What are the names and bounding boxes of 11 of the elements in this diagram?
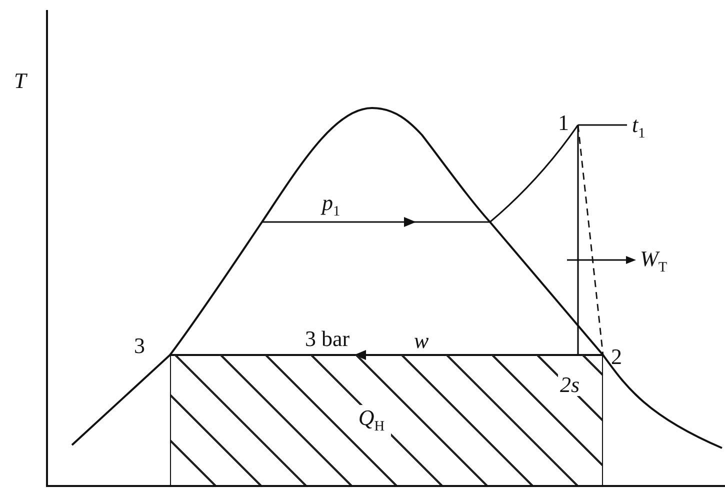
process-label: w [414, 330, 429, 352]
axis-label: T [14, 70, 26, 92]
pressure-label: 3 bar [305, 328, 350, 350]
state-point-label: 3 [134, 335, 145, 357]
hatched-area [170, 355, 603, 485]
work-label: W$_{T}$ [640, 248, 668, 275]
pressure-label: p$_{1}$ [322, 192, 340, 219]
state-point-label: 2 [611, 346, 622, 368]
state-point-label: 1 [558, 112, 569, 134]
state-point-label: 2s [558, 374, 582, 396]
temperature-label: t$_{1}$ [632, 114, 646, 141]
